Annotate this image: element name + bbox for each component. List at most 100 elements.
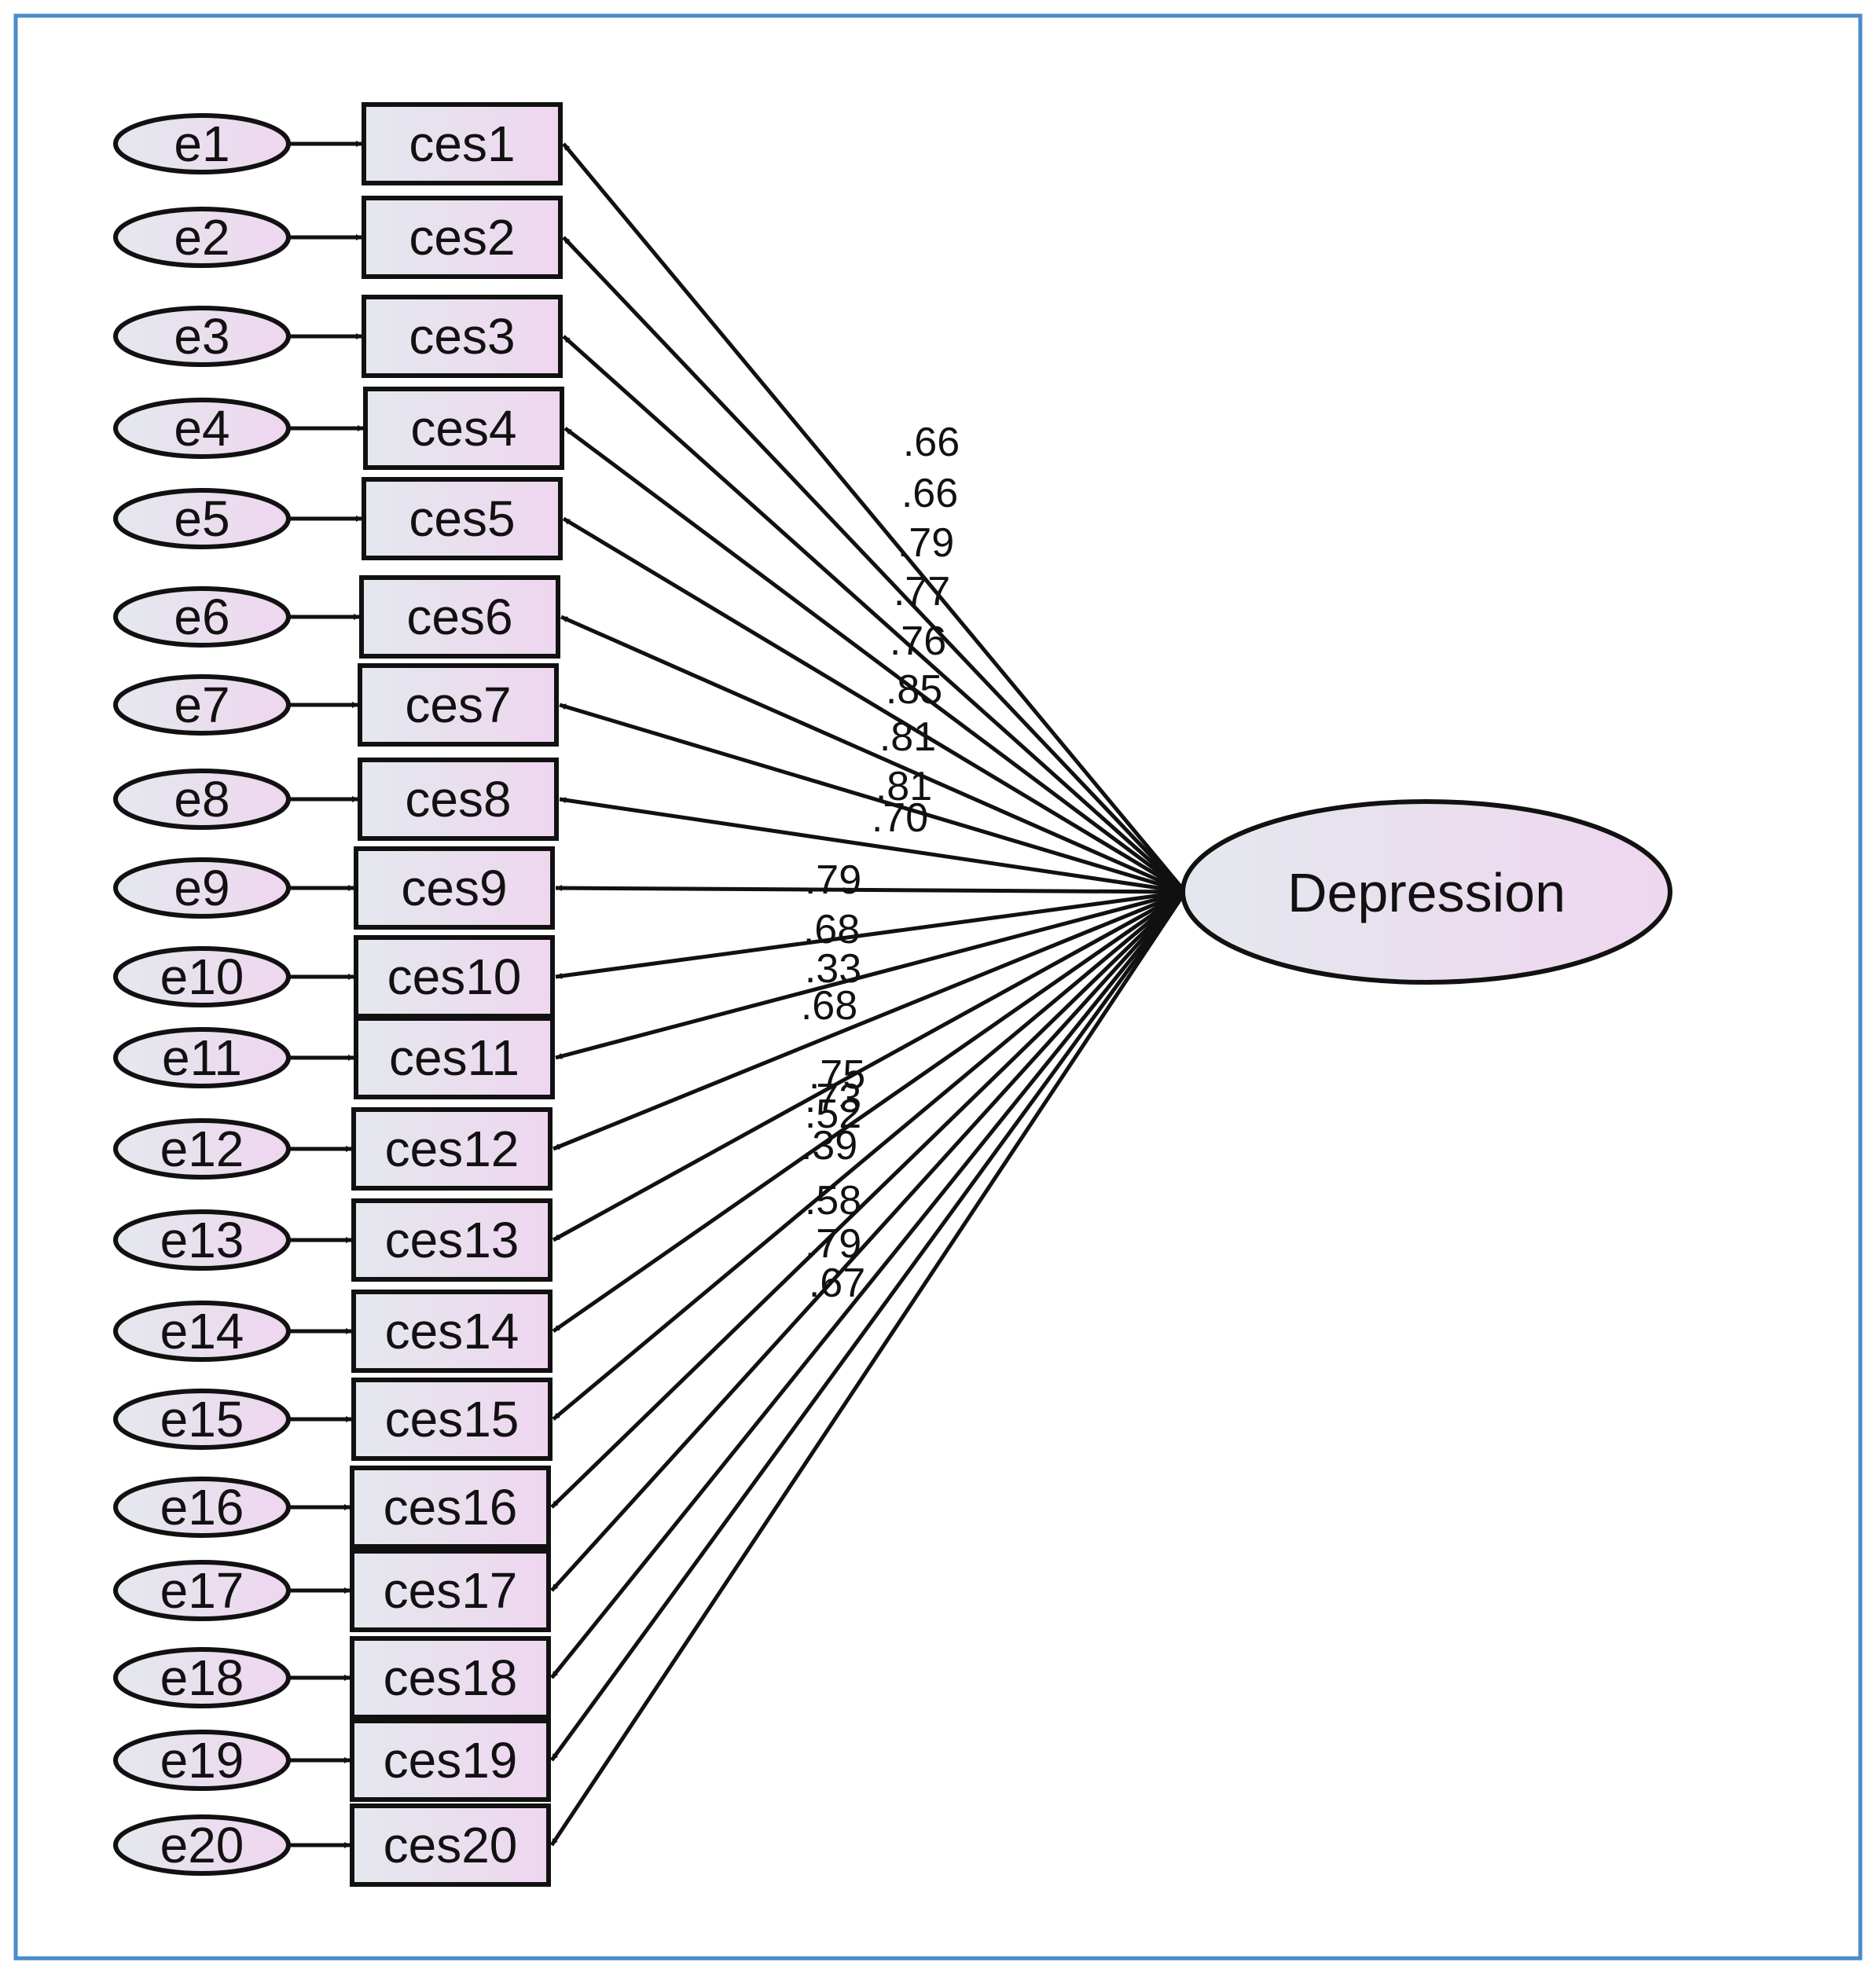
loading-path-ces12 bbox=[553, 890, 1186, 1151]
indicator-node-ces11: ces11 bbox=[354, 1016, 555, 1099]
error-label: e2 bbox=[174, 209, 229, 266]
loading-label-ces14: .75 bbox=[809, 1052, 865, 1098]
loading-label-ces5: .76 bbox=[890, 618, 946, 664]
loading-label-ces8: .81 bbox=[876, 764, 932, 809]
indicator-label: ces12 bbox=[385, 1121, 519, 1177]
loading-path-ces9 bbox=[555, 885, 1186, 894]
error-node-e10: e10 bbox=[113, 946, 291, 1007]
error-node-e8: e8 bbox=[113, 769, 291, 830]
error-node-e6: e6 bbox=[113, 586, 291, 648]
indicator-node-ces1: ces1 bbox=[362, 102, 563, 185]
indicator-node-ces13: ces13 bbox=[351, 1198, 553, 1282]
error-node-e12: e12 bbox=[113, 1118, 291, 1180]
loading-label-ces13: .68 bbox=[801, 983, 857, 1029]
indicator-node-ces9: ces9 bbox=[354, 846, 555, 930]
error-label: e13 bbox=[160, 1212, 244, 1268]
error-label: e4 bbox=[174, 400, 229, 457]
indicator-node-ces20: ces20 bbox=[350, 1803, 551, 1887]
loading-path-ces7 bbox=[559, 703, 1186, 894]
error-node-e5: e5 bbox=[113, 488, 291, 549]
error-node-e4: e4 bbox=[113, 398, 291, 459]
indicator-node-ces8: ces8 bbox=[358, 758, 559, 841]
error-node-e7: e7 bbox=[113, 674, 291, 736]
indicator-node-ces7: ces7 bbox=[358, 663, 559, 747]
indicator-node-ces3: ces3 bbox=[362, 295, 563, 378]
indicator-node-ces19: ces19 bbox=[350, 1719, 551, 1802]
error-node-e15: e15 bbox=[113, 1389, 291, 1450]
loading-path-ces14 bbox=[552, 890, 1187, 1334]
loading-label-ces20: .67 bbox=[809, 1260, 865, 1306]
indicator-node-ces18: ces18 bbox=[350, 1636, 551, 1719]
latent-node-depression: Depression bbox=[1180, 799, 1672, 985]
error-node-e11: e11 bbox=[113, 1027, 291, 1088]
error-node-e13: e13 bbox=[113, 1209, 291, 1271]
error-label: e3 bbox=[174, 308, 229, 365]
error-label: e12 bbox=[160, 1121, 244, 1177]
indicator-label: ces9 bbox=[401, 860, 507, 916]
loading-label-ces6: .85 bbox=[886, 667, 942, 713]
error-label: e11 bbox=[162, 1029, 242, 1086]
loading-label-ces18: .58 bbox=[805, 1178, 861, 1224]
error-label: e16 bbox=[160, 1479, 244, 1536]
error-node-e17: e17 bbox=[113, 1560, 291, 1621]
loading-label-ces2: .66 bbox=[901, 471, 958, 516]
indicator-label: ces1 bbox=[409, 116, 515, 172]
error-node-e18: e18 bbox=[113, 1647, 291, 1708]
loading-path-ces20 bbox=[549, 890, 1188, 1847]
loading-path-ces15 bbox=[552, 890, 1187, 1421]
error-label: e19 bbox=[160, 1732, 244, 1789]
indicator-label: ces7 bbox=[405, 677, 511, 733]
loading-path-ces6 bbox=[560, 615, 1187, 894]
indicator-label: ces2 bbox=[409, 209, 515, 266]
error-label: e10 bbox=[160, 948, 244, 1005]
indicator-label: ces6 bbox=[406, 589, 512, 645]
loading-label-ces12: .33 bbox=[805, 946, 861, 992]
indicator-node-ces12: ces12 bbox=[351, 1107, 553, 1191]
loading-path-ces11 bbox=[555, 890, 1186, 1060]
loading-label-ces15: .73 bbox=[805, 1076, 861, 1121]
indicator-node-ces14: ces14 bbox=[351, 1290, 553, 1373]
loading-label-ces4: .77 bbox=[894, 569, 950, 615]
error-label: e18 bbox=[160, 1649, 244, 1706]
error-label: e20 bbox=[160, 1817, 244, 1873]
indicator-node-ces16: ces16 bbox=[350, 1466, 551, 1549]
loading-label-ces9: .70 bbox=[872, 795, 928, 841]
error-node-e9: e9 bbox=[113, 857, 291, 919]
indicator-label: ces11 bbox=[389, 1029, 519, 1086]
loading-path-ces4 bbox=[564, 426, 1187, 894]
error-node-e14: e14 bbox=[113, 1301, 291, 1362]
indicator-node-ces15: ces15 bbox=[351, 1378, 553, 1461]
indicator-label: ces14 bbox=[385, 1303, 519, 1359]
indicator-label: ces17 bbox=[384, 1562, 518, 1619]
latent-label: Depression bbox=[1287, 862, 1566, 923]
loading-label-ces1: .66 bbox=[903, 420, 960, 465]
indicator-label: ces15 bbox=[385, 1391, 519, 1447]
indicator-node-ces4: ces4 bbox=[363, 387, 564, 470]
loading-path-ces16 bbox=[550, 890, 1187, 1509]
error-label: e14 bbox=[160, 1303, 244, 1359]
indicator-label: ces8 bbox=[405, 771, 511, 827]
error-node-e19: e19 bbox=[113, 1730, 291, 1791]
loading-path-ces1 bbox=[562, 142, 1187, 893]
error-label: e6 bbox=[174, 589, 229, 645]
loading-label-ces17: .39 bbox=[801, 1123, 857, 1169]
error-node-e16: e16 bbox=[113, 1477, 291, 1538]
indicator-node-ces10: ces10 bbox=[354, 935, 555, 1018]
indicator-label: ces10 bbox=[387, 948, 522, 1005]
indicator-node-ces5: ces5 bbox=[362, 477, 563, 560]
loading-path-ces10 bbox=[555, 890, 1186, 979]
loading-path-ces5 bbox=[562, 516, 1187, 894]
loading-path-ces19 bbox=[549, 890, 1188, 1762]
indicator-label: ces18 bbox=[384, 1649, 518, 1706]
error-node-e3: e3 bbox=[113, 306, 291, 367]
loading-label-ces16: .52 bbox=[805, 1092, 861, 1137]
loading-label-ces3: .79 bbox=[898, 520, 954, 566]
loading-labels: .66.66.79.77.76.85.81.81.70.79.68.33.68.… bbox=[801, 420, 960, 1306]
indicator-node-ces2: ces2 bbox=[362, 196, 563, 279]
error-label: e9 bbox=[174, 860, 229, 916]
loading-path-ces2 bbox=[562, 236, 1187, 893]
loading-path-ces18 bbox=[550, 890, 1187, 1679]
indicator-node-ces6: ces6 bbox=[359, 575, 560, 659]
